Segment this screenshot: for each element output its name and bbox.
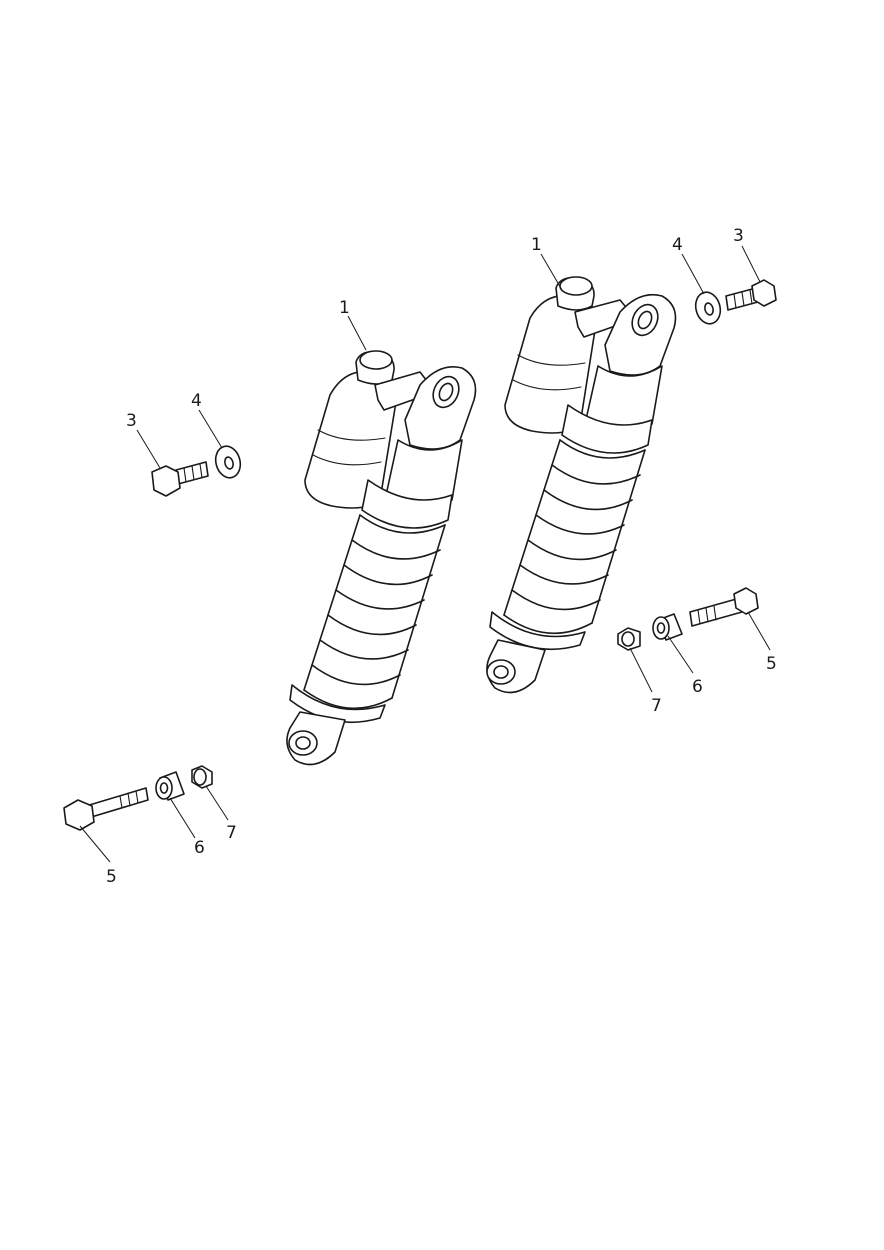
spacer-lower-right: [652, 613, 683, 641]
callout-1-right: 1: [531, 235, 542, 255]
washer-upper-right: [694, 291, 722, 325]
spacer-lower-left: [155, 771, 185, 801]
shock-absorber-right: [486, 276, 677, 694]
nut-lower-right: [617, 627, 641, 651]
nut-lower-left: [191, 765, 213, 789]
shock-absorber-left: [286, 350, 477, 766]
washer-upper-left: [214, 445, 242, 479]
bolt-upper-left: [151, 461, 209, 497]
callout-6-right: 6: [692, 677, 703, 697]
callout-5-right: 5: [766, 654, 777, 674]
callout-6-left: 6: [194, 838, 205, 858]
bolt-lower-right: [689, 587, 759, 627]
callout-5-left: 5: [106, 867, 117, 887]
callout-1-left: 1: [339, 298, 350, 318]
callout-4-right: 4: [672, 235, 683, 255]
callout-4-left: 4: [191, 391, 202, 411]
callout-7-left: 7: [226, 823, 237, 843]
callout-labels: 1 1 3 3 4 4 5 5 6 6 7 7: [106, 226, 777, 887]
bolt-lower-left: [63, 787, 149, 831]
bolt-upper-right: [725, 279, 777, 311]
callout-3-right: 3: [733, 226, 744, 246]
callout-3-left: 3: [126, 411, 137, 431]
callout-7-right: 7: [651, 696, 662, 716]
leader-lines: [79, 245, 771, 863]
